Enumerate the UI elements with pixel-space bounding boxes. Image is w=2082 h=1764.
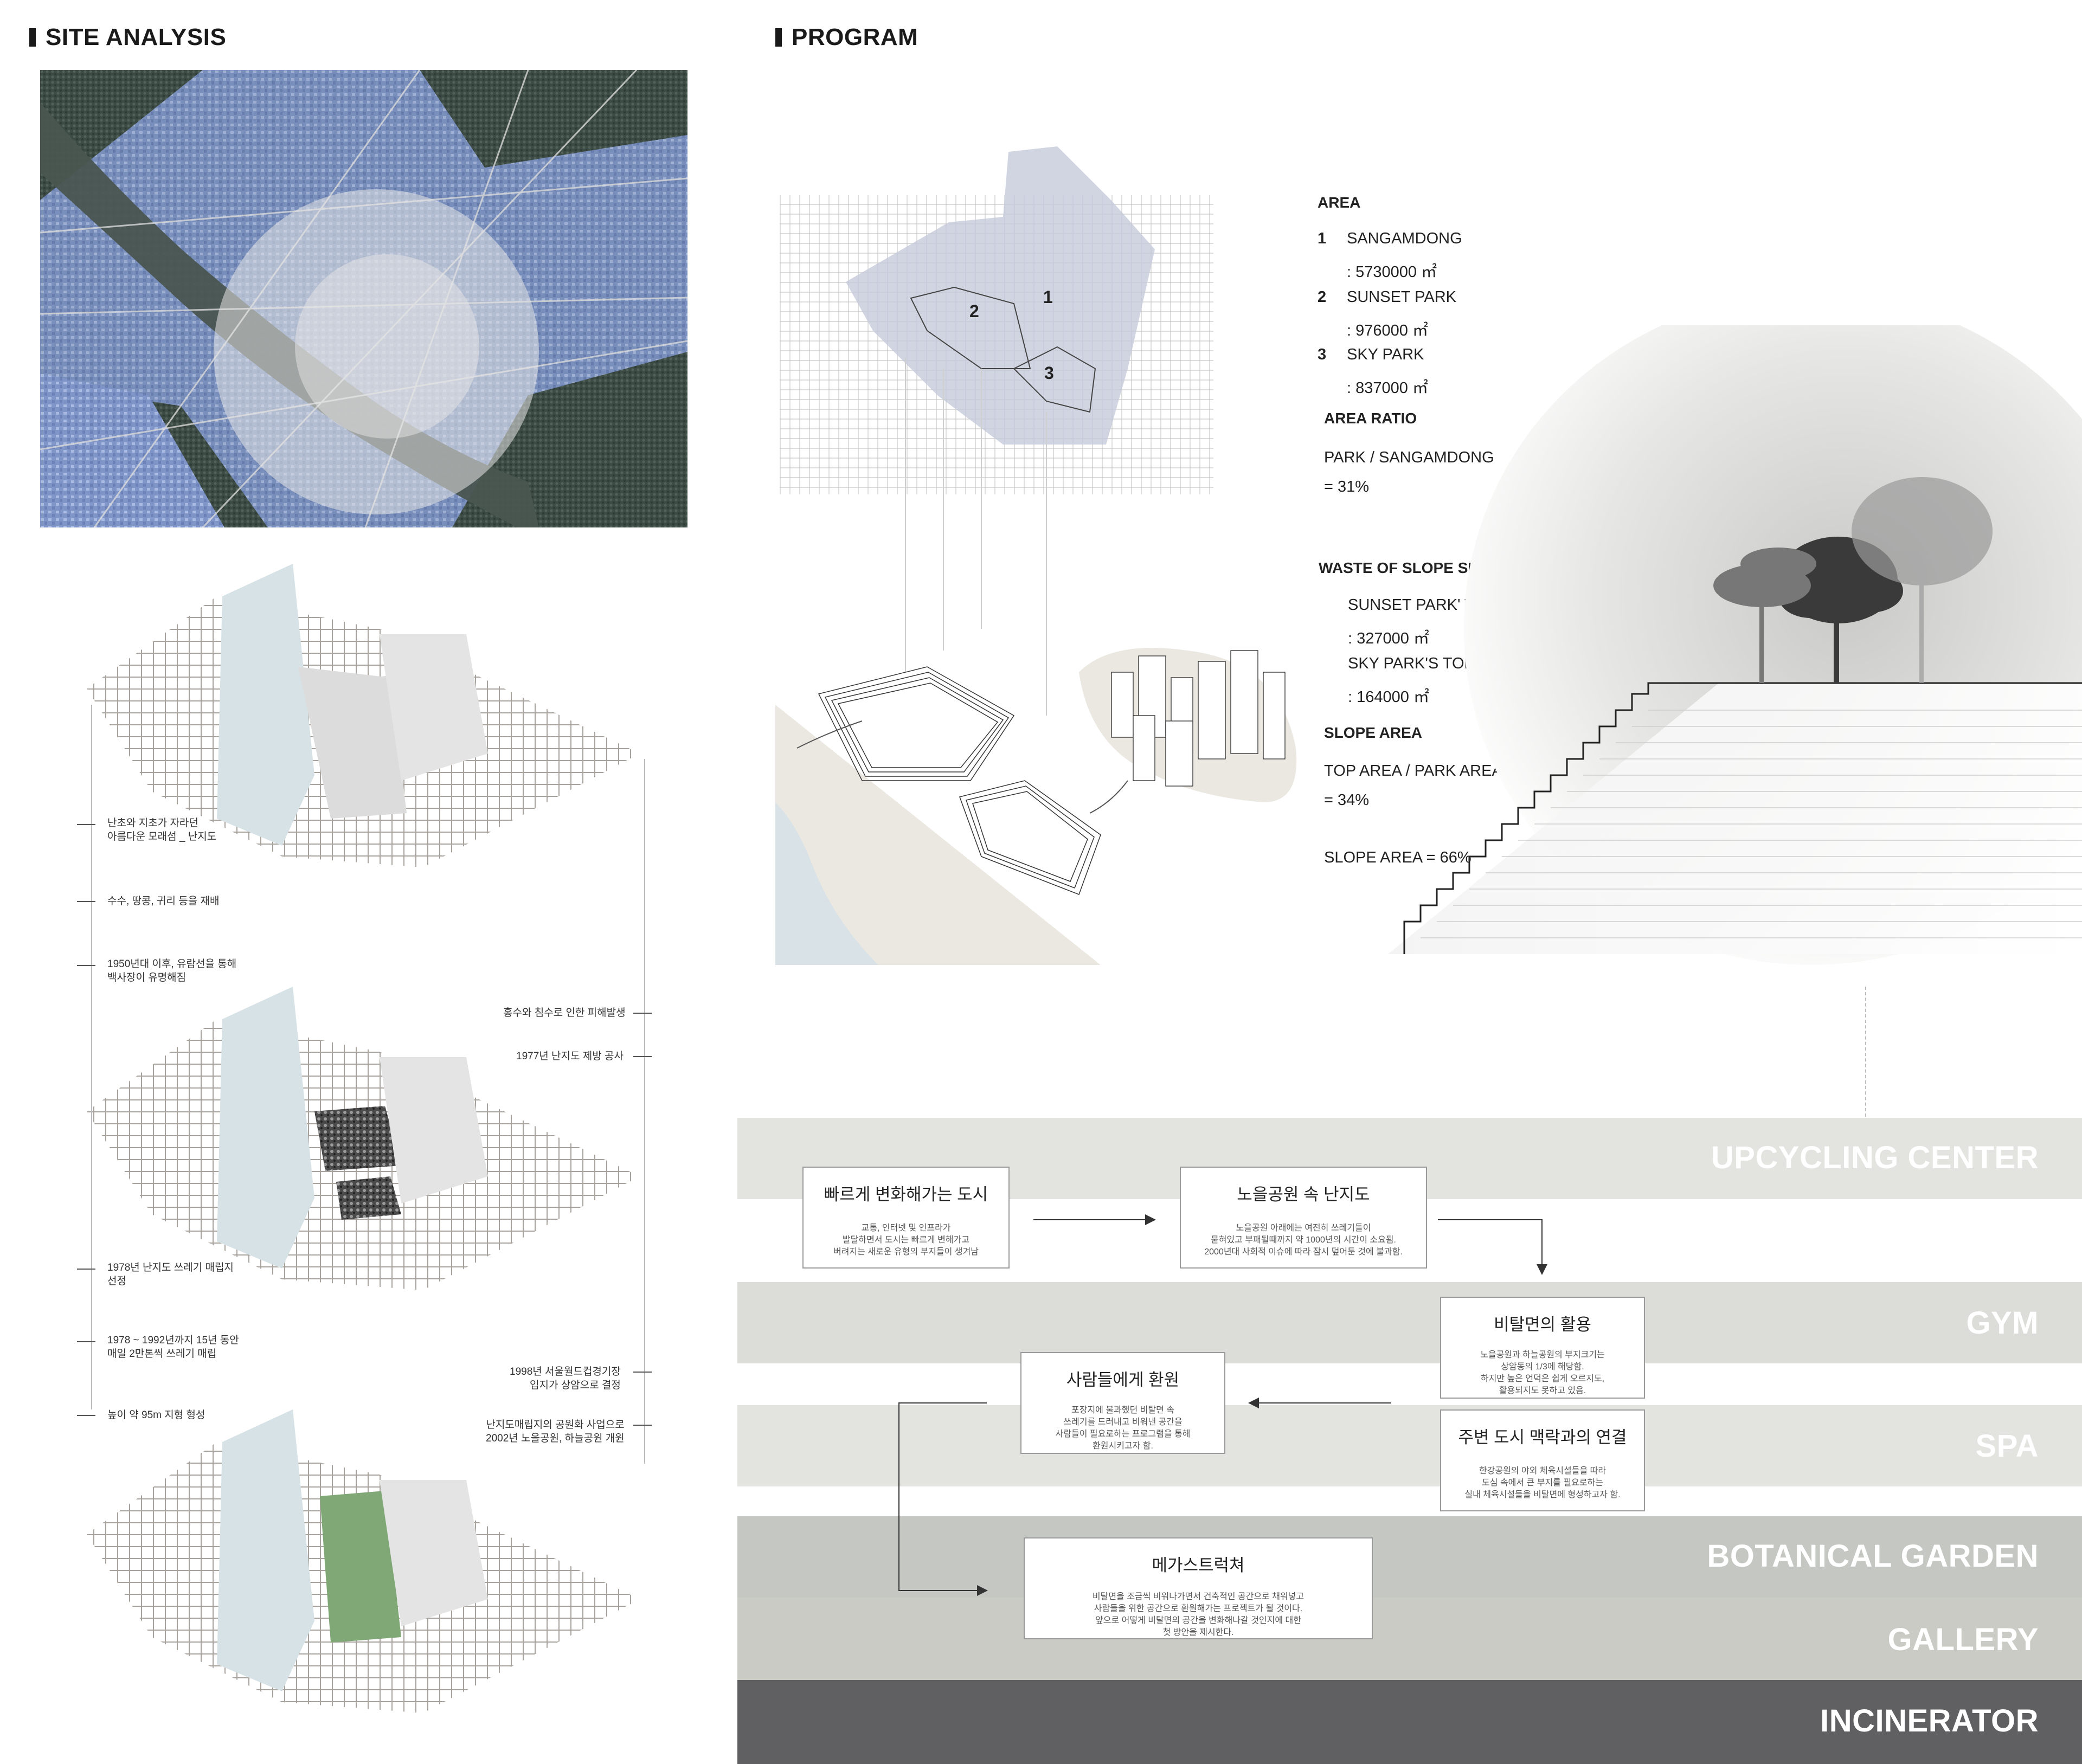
tree-icon	[1713, 548, 1816, 683]
dotted-guide	[1865, 987, 1866, 1117]
satellite-map	[40, 70, 687, 527]
card-urban-context: 주변 도시 맥락과의 연결 한강공원의 야외 체육시설들을 따라 도심 속에서 …	[1440, 1409, 1645, 1511]
isometric-2	[87, 987, 640, 1290]
site-history-isometrics	[87, 564, 640, 1713]
area-ratio-value: = 31%	[1324, 478, 1370, 495]
card-slope-use: 비탈면의 활용 노을공원과 하늘공원의 부지크기는 상암동의 1/3에 해당함.…	[1440, 1297, 1645, 1399]
history-note: 1977년 난지도 제방 공사	[516, 1051, 624, 1062]
slope-area-value: = 34%	[1324, 791, 1370, 809]
tree-icon	[1852, 477, 1993, 683]
note-tick	[77, 824, 95, 825]
note-tick	[633, 1425, 652, 1426]
note-tick	[77, 1415, 95, 1416]
stepped-terrain	[1388, 325, 2082, 965]
isometric-1	[87, 564, 640, 867]
note-tick	[633, 1056, 652, 1057]
program-title: PROGRAM	[775, 24, 918, 51]
area-value: : 5730000 ㎡	[1347, 263, 1437, 281]
history-note: 난지도매립지의 공원화 사업으로 2002년 노을공원, 하늘공원 개원	[486, 1419, 625, 1444]
history-note: 1950년대 이후, 유람선을 통해 백사장이 유명해짐	[107, 958, 237, 983]
map-label-1: 1	[1043, 287, 1053, 307]
note-tick	[633, 1372, 652, 1373]
slope-area-heading: SLOPE AREA	[1324, 724, 1422, 741]
area-name: SKY PARK	[1347, 346, 1424, 363]
history-note: 난초와 지초가 자라던 아름다운 모래섬 _ 난지도	[107, 817, 217, 842]
history-note: 1978 ~ 1992년까지 15년 동안 매일 2만톤씩 쓰레기 매립	[107, 1335, 239, 1360]
area-value: : 976000 ㎡	[1347, 322, 1428, 339]
note-tick	[77, 901, 95, 902]
isometric-3	[87, 1409, 640, 1713]
area-name: SUNSET PARK	[1347, 288, 1456, 306]
card-return-to-people: 사람들에게 환원 포장지에 불과했던 비탈면 속 쓰레기를 드러내고 비워낸 공…	[1020, 1352, 1225, 1454]
slope-area-formula: TOP AREA / PARK AREA	[1324, 762, 1502, 780]
area-heading: AREA	[1318, 194, 1361, 211]
card-megastructure: 메가스트럭쳐 비탈면을 조금씩 비워나가면서 건축적인 공간으로 채워넣고 사람…	[1024, 1537, 1373, 1639]
slope-area-total: SLOPE AREA = 66%	[1324, 849, 1471, 866]
card-changing-city: 빠르게 변화해가는 도시 교통, 인터넷 및 인프라가 발달하면서 도시는 빠르…	[802, 1167, 1010, 1269]
card-nanjido: 노을공원 속 난지도 노을공원 아래에는 여전히 쓰레기들이 묻혀있고 부패될때…	[1180, 1167, 1427, 1269]
note-tick	[77, 965, 95, 966]
note-tick	[77, 1269, 95, 1270]
band-gallery: GALLERY	[737, 1598, 2082, 1680]
history-note: 1998년 서울월드컵경기장 입지가 상암으로 결정	[510, 1366, 621, 1391]
title-bar-icon	[29, 28, 36, 47]
history-note: 높이 약 95m 지형 형성	[107, 1409, 205, 1421]
landfill-isometric	[775, 648, 1297, 965]
guide-line	[644, 759, 645, 1464]
area-num: 2	[1318, 288, 1327, 306]
guide-line	[91, 705, 92, 1409]
history-note: 1978년 난지도 쓰레기 매립지 선정	[107, 1262, 234, 1287]
program-site-map	[780, 146, 1213, 494]
note-tick	[77, 1341, 95, 1342]
band-botanical-garden: BOTANICAL GARDEN	[737, 1516, 2082, 1598]
map-label-3: 3	[1044, 363, 1054, 383]
band-gym: GYM	[737, 1282, 2082, 1363]
area-value: : 837000 ㎡	[1347, 379, 1428, 397]
site-analysis-title: SITE ANALYSIS	[29, 24, 226, 51]
area-ratio-formula: PARK / SANGAMDONG	[1324, 449, 1494, 466]
area-name: SANGAMDONG	[1347, 230, 1462, 247]
band-spa: SPA	[737, 1405, 2082, 1486]
title-bar-icon	[775, 28, 782, 47]
waste-slope-line: : 164000 ㎡	[1348, 688, 1429, 706]
area-ratio-heading: AREA RATIO	[1324, 410, 1417, 427]
history-note: 수수, 땅콩, 귀리 등을 재배	[107, 896, 220, 907]
map-label-2: 2	[969, 301, 979, 321]
history-note: 홍수와 침수로 인한 피해발생	[503, 1007, 626, 1019]
waste-slope-line: : 327000 ㎡	[1348, 630, 1429, 647]
band-incinerator: INCINERATOR	[737, 1680, 2082, 1764]
area-num: 3	[1318, 346, 1327, 363]
note-tick	[633, 1013, 652, 1014]
projection-lines	[905, 358, 1047, 716]
area-num: 1	[1318, 230, 1327, 247]
